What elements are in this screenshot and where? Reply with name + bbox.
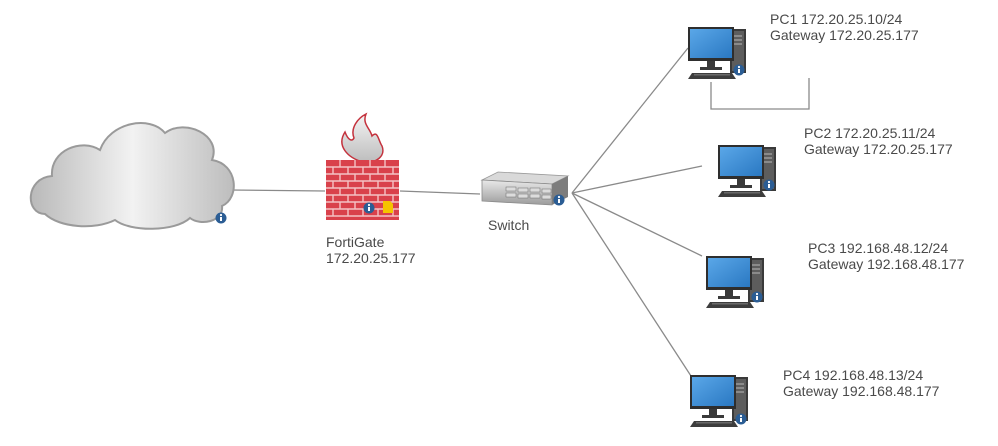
pc4-info-badge-icon[interactable] — [735, 413, 747, 425]
switch-info-badge-icon[interactable] — [553, 194, 565, 206]
pc4-label: PC4 192.168.48.13/24 Gateway 192.168.48.… — [783, 367, 939, 399]
firewall-name: FortiGate — [326, 234, 385, 250]
pc2[interactable] — [718, 145, 776, 197]
cloud-icon — [29, 122, 235, 230]
pc4[interactable] — [690, 375, 748, 427]
pc3-gateway: Gateway 192.168.48.177 — [808, 256, 965, 272]
cloud-info-badge-icon[interactable] — [215, 212, 227, 224]
pc2-gateway: Gateway 172.20.25.177 — [804, 141, 953, 157]
link-switch-pc3 — [571, 192, 703, 257]
firewall-ip: 172.20.25.177 — [326, 250, 416, 266]
link-switch-pc1 — [571, 47, 689, 194]
pc4-gateway: Gateway 192.168.48.177 — [783, 383, 940, 399]
pc1-gateway: Gateway 172.20.25.177 — [770, 27, 919, 43]
links — [229, 47, 810, 377]
pc1-address: PC1 172.20.25.10/24 — [770, 11, 903, 27]
pc1-info-badge-icon[interactable] — [733, 64, 745, 76]
link-firewall-switch — [399, 190, 481, 195]
pc1[interactable] — [688, 27, 746, 79]
pc1-loop-link — [710, 78, 810, 110]
pc2-address: PC2 172.20.25.11/24 — [804, 125, 936, 141]
pc3-address: PC3 192.168.48.12/24 — [808, 240, 949, 256]
pc3-info-badge-icon[interactable] — [751, 291, 763, 303]
pc3-label: PC3 192.168.48.12/24 Gateway 192.168.48.… — [808, 240, 964, 272]
firewall-info-badge-icon[interactable] — [363, 202, 375, 214]
link-switch-pc2 — [571, 165, 703, 194]
firewall-label: FortiGate 172.20.25.177 — [326, 234, 416, 266]
internet-cloud[interactable] — [29, 122, 235, 230]
link-switch-pc4 — [571, 192, 692, 377]
network-switch[interactable] — [480, 171, 570, 206]
pc2-label: PC2 172.20.25.11/24 Gateway 172.20.25.17… — [804, 125, 953, 157]
link-internet-firewall — [229, 189, 326, 192]
pc3[interactable] — [706, 256, 764, 308]
pc1-label: PC1 172.20.25.10/24 Gateway 172.20.25.17… — [770, 11, 919, 43]
pc2-info-badge-icon[interactable] — [763, 179, 775, 191]
fortigate-firewall[interactable] — [326, 112, 399, 220]
flame-icon — [341, 112, 384, 164]
switch-label: Switch — [488, 217, 530, 233]
pc4-address: PC4 192.168.48.13/24 — [783, 367, 924, 383]
note-icon[interactable] — [383, 201, 393, 213]
